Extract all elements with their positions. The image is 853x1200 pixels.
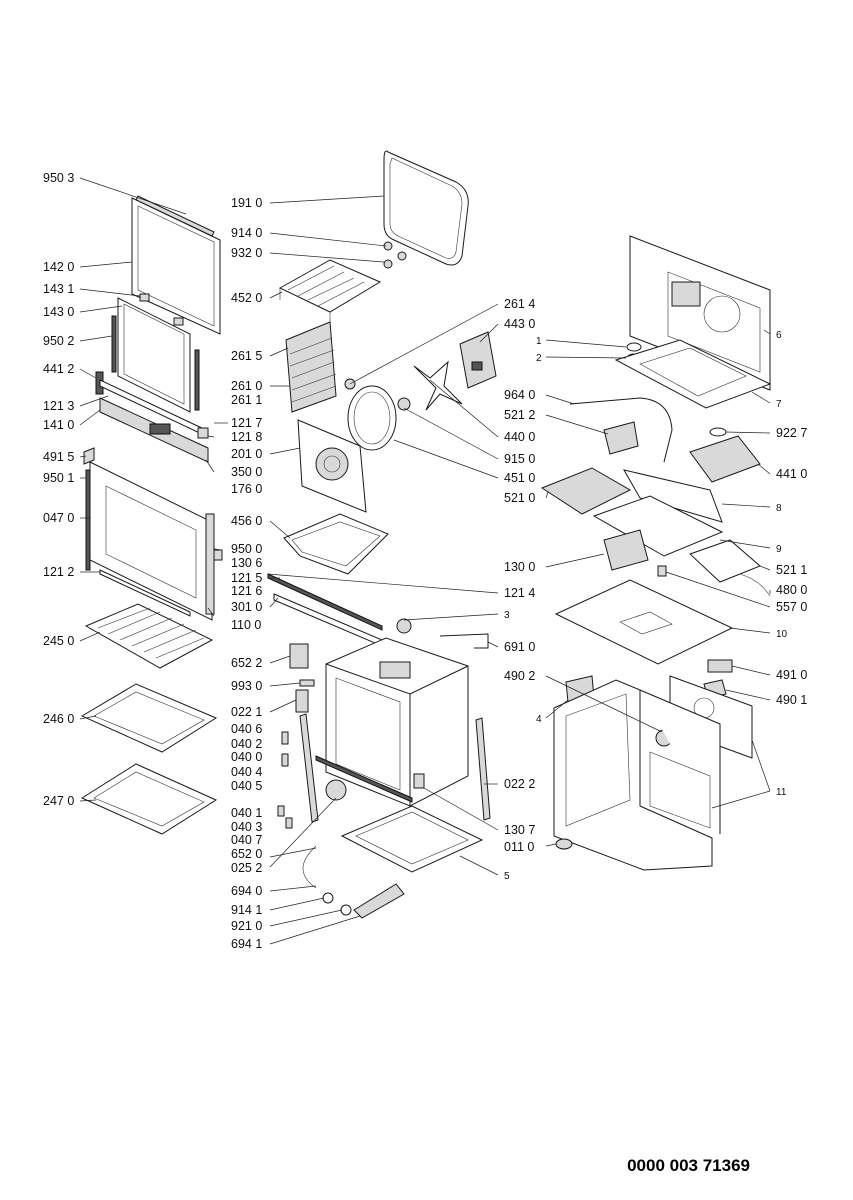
label-5570: 557 0: [776, 600, 807, 614]
label-4430: 443 0: [504, 317, 535, 331]
label-4510: 451 0: [504, 471, 535, 485]
label-0403: 040 3: [231, 820, 262, 834]
label-0405: 040 5: [231, 779, 262, 793]
label-4902: 490 2: [504, 669, 535, 683]
label-0400: 040 0: [231, 750, 262, 764]
label-2450: 245 0: [43, 634, 74, 648]
grill-and-fan-group: [213, 150, 497, 647]
label-6520: 652 0: [231, 847, 262, 861]
label-11: 11: [776, 787, 787, 798]
label-2610: 261 0: [231, 379, 262, 393]
label-1410: 141 0: [43, 418, 74, 432]
door-assembly: [80, 195, 221, 835]
label-2010: 201 0: [231, 447, 262, 461]
label-9930: 993 0: [231, 679, 262, 693]
label-6940: 694 0: [231, 884, 262, 898]
label-5211: 521 1: [776, 563, 807, 577]
label-4910: 491 0: [776, 668, 807, 682]
label-2: 2: [536, 353, 542, 364]
label-3: 3: [504, 610, 510, 621]
label-9500: 950 0: [231, 542, 262, 556]
label-0406: 040 6: [231, 722, 262, 736]
right-assembly: [540, 235, 772, 871]
label-5: 5: [504, 871, 510, 882]
label-0221: 022 1: [231, 705, 262, 719]
label-4560: 456 0: [231, 514, 262, 528]
label-4400: 440 0: [504, 430, 535, 444]
label-1300: 130 0: [504, 560, 535, 574]
label-9140: 914 0: [231, 226, 262, 240]
label-6941: 694 1: [231, 937, 262, 951]
label-2614: 261 4: [504, 297, 535, 311]
label-9503: 950 3: [43, 171, 74, 185]
label-4901: 490 1: [776, 693, 807, 707]
label-2615: 261 5: [231, 349, 262, 363]
label-1214: 121 4: [504, 586, 535, 600]
label-4412: 441 2: [43, 362, 74, 376]
label-4800: 480 0: [776, 583, 807, 597]
part-labels: 950 3 142 0 143 1 143 0 950 2 441 2 121 …: [43, 171, 807, 951]
label-1306: 130 6: [231, 556, 262, 570]
label-1218: 121 8: [231, 430, 262, 444]
label-9: 9: [776, 544, 782, 555]
label-1216: 121 6: [231, 584, 262, 598]
label-9141: 914 1: [231, 903, 262, 917]
label-2460: 246 0: [43, 712, 74, 726]
label-4: 4: [536, 714, 542, 725]
label-0401: 040 1: [231, 806, 262, 820]
label-1100: 110 0: [231, 618, 261, 632]
label-0470: 047 0: [43, 511, 74, 525]
label-1307: 130 7: [504, 823, 535, 837]
label-8: 8: [776, 503, 782, 514]
label-9502: 950 2: [43, 334, 74, 348]
label-0407: 040 7: [231, 833, 262, 847]
label-3500: 350 0: [231, 465, 262, 479]
label-1212: 121 2: [43, 565, 74, 579]
oven-cavity: [277, 618, 491, 919]
label-9227: 922 7: [776, 426, 807, 440]
label-0110: 011 0: [504, 840, 534, 854]
label-0402: 040 2: [231, 737, 262, 751]
label-6: 6: [776, 330, 782, 341]
label-1910: 191 0: [231, 196, 262, 210]
label-0252: 025 2: [231, 861, 262, 875]
label-6522: 652 2: [231, 656, 262, 670]
label-1431: 143 1: [43, 282, 74, 296]
label-1215: 121 5: [231, 571, 262, 585]
label-1217: 121 7: [231, 416, 262, 430]
label-9640: 964 0: [504, 388, 535, 402]
label-4410: 441 0: [776, 467, 807, 481]
label-5212: 521 2: [504, 408, 535, 422]
label-9150: 915 0: [504, 452, 535, 466]
label-2611: 261 1: [231, 393, 262, 407]
label-1: 1: [536, 336, 542, 347]
label-6910: 691 0: [504, 640, 535, 654]
label-0404: 040 4: [231, 765, 262, 779]
label-0222: 022 2: [504, 777, 535, 791]
label-2470: 247 0: [43, 794, 74, 808]
label-10: 10: [776, 629, 788, 640]
label-4915: 491 5: [43, 450, 74, 464]
label-4520: 452 0: [231, 291, 262, 305]
label-9320: 932 0: [231, 246, 262, 260]
document-code: 0000 003 71369: [627, 1156, 750, 1175]
label-1760: 176 0: [231, 482, 262, 496]
label-1213: 121 3: [43, 399, 74, 413]
label-5210: 521 0: [504, 491, 535, 505]
label-1420: 142 0: [43, 260, 74, 274]
label-9210: 921 0: [231, 919, 262, 933]
label-9501: 950 1: [43, 471, 74, 485]
label-3010: 301 0: [231, 600, 262, 614]
label-1430: 143 0: [43, 305, 74, 319]
label-7: 7: [776, 399, 782, 410]
leader-lines: [79, 177, 771, 945]
